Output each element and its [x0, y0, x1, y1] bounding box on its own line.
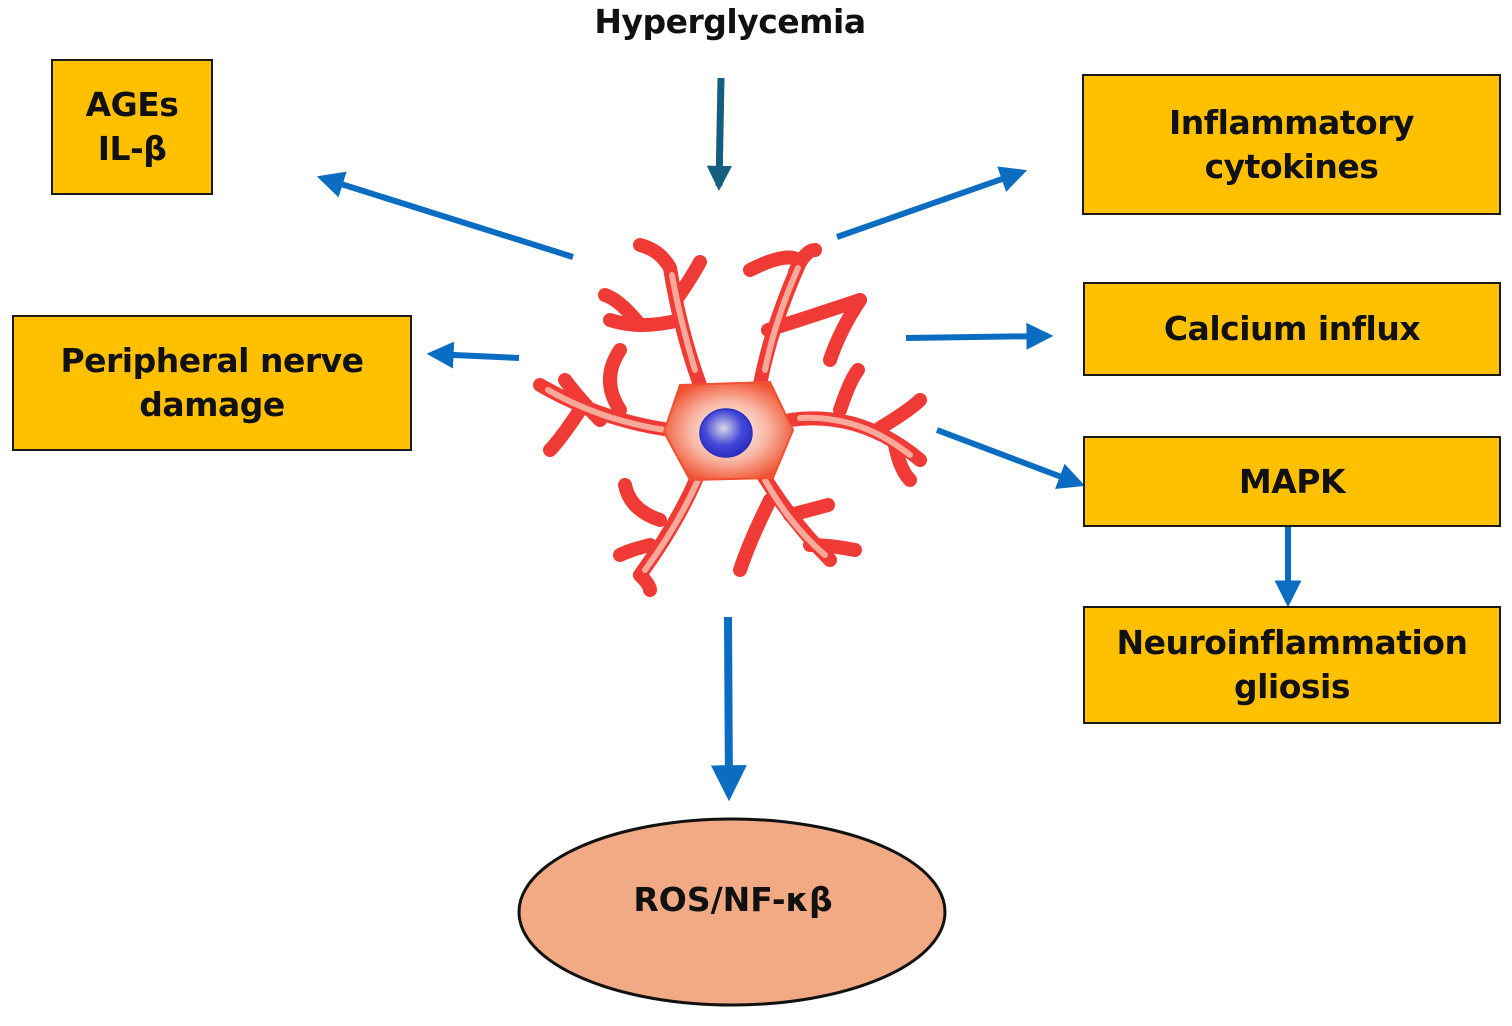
arrow-to-calcium [905, 322, 1054, 350]
box-calcium-influx: Calcium influx [1083, 282, 1501, 376]
arrow-to-peripheral [426, 341, 520, 369]
box-calcium-label: Calcium influx [1163, 309, 1421, 348]
arrow-to-mapk [935, 427, 1086, 489]
box-peripheral-nerve-damage: Peripheral nerve damage [12, 315, 412, 451]
arrow-to-inflammatory [836, 166, 1028, 240]
ros-oval-shape [517, 817, 947, 1007]
hyperglycemia-label: Hyperglycemia [594, 2, 866, 41]
microglia-cell-icon [533, 238, 927, 597]
nucleus-icon [699, 408, 753, 458]
box-peripheral-label: Peripheral nerve damage [60, 341, 364, 424]
box-inflammatory-label: Inflammatory cytokines [1169, 102, 1414, 186]
arrow-to-ros [710, 616, 747, 802]
box-mapk: MAPK [1083, 436, 1501, 527]
arrow-hyperglycemia-to-cell [706, 77, 732, 192]
box-ages-il-beta: AGEs IL-β [51, 59, 213, 195]
arrow-to-ages [316, 171, 574, 260]
box-neuroinflammation-gliosis: Neuroinflammation gliosis [1083, 606, 1501, 724]
box-ages-label: AGEs IL-β [85, 85, 179, 168]
box-mapk-label: MAPK [1238, 461, 1346, 501]
ros-nfkb-label: ROS/NF-κβ [633, 880, 833, 919]
box-neuro-label: Neuroinflammation gliosis [1116, 623, 1468, 706]
box-inflammatory-cytokines: Inflammatory cytokines [1082, 74, 1501, 215]
